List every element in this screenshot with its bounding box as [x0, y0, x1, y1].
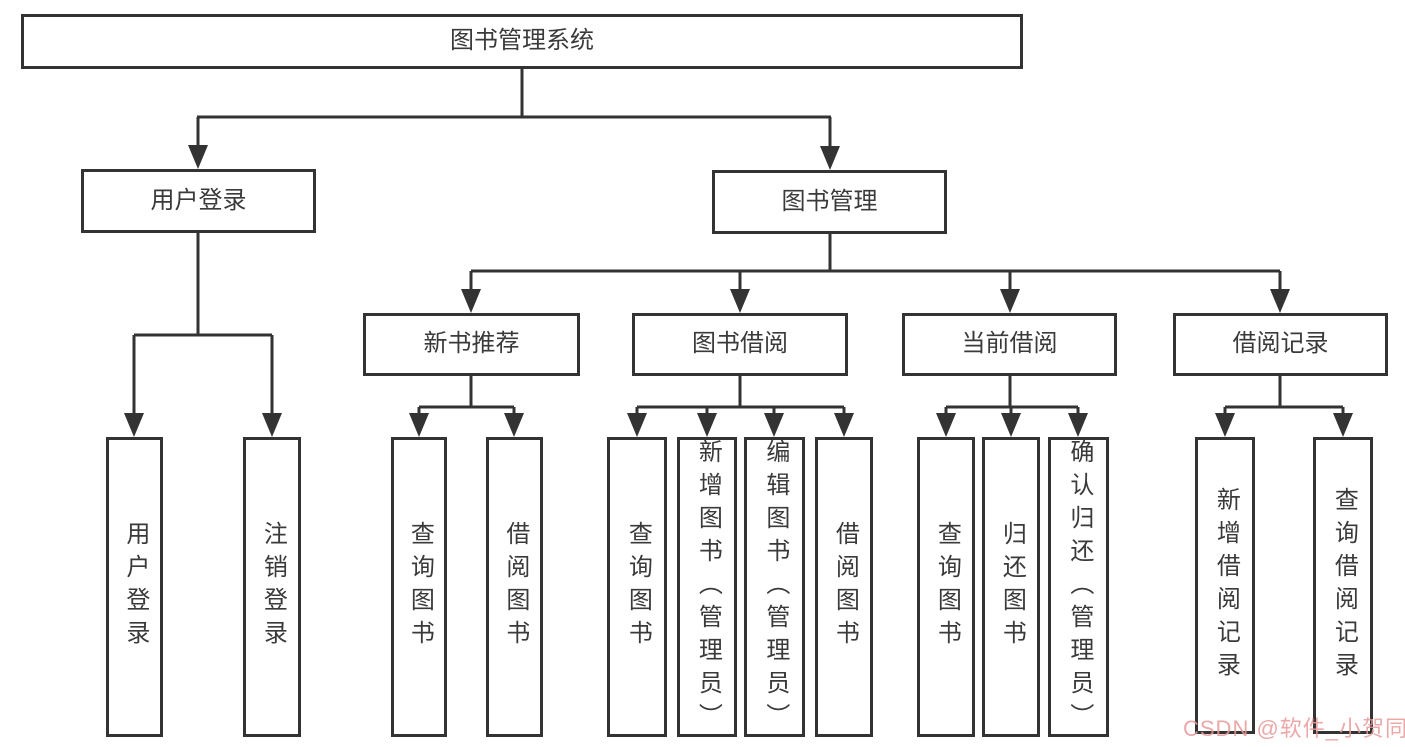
watermark-text: CSDN @软件_小贺同学 [1183, 716, 1405, 741]
leaf-query-books-recommend: 查询图书 [391, 437, 447, 737]
node-book-management: 图书管理 [712, 170, 947, 234]
leaf-borrow-books-borrowing: 借阅图书 [815, 437, 873, 737]
leaf-query-books-current: 查询图书 [917, 437, 975, 737]
leaf-return-books: 归还图书 [982, 437, 1040, 737]
leaf-logout: 注销登录 [243, 437, 301, 737]
leaf-add-books-admin: 新增图书（管理员） [677, 437, 737, 737]
leaf-borrow-books-recommend: 借阅图书 [486, 437, 543, 737]
node-user-login: 用户登录 [81, 169, 316, 233]
leaf-query-borrow-record: 查询借阅记录 [1313, 437, 1373, 734]
leaf-edit-books-admin: 编辑图书（管理员） [744, 437, 805, 737]
node-new-book-recommendation: 新书推荐 [363, 313, 580, 376]
node-borrowing-records: 借阅记录 [1173, 313, 1388, 376]
leaf-user-login: 用户登录 [106, 437, 163, 737]
leaf-query-books-borrowing: 查询图书 [607, 437, 667, 737]
node-current-borrowing: 当前借阅 [902, 313, 1117, 376]
leaf-confirm-return-admin: 确认归还（管理员） [1048, 437, 1109, 737]
node-book-borrowing: 图书借阅 [632, 313, 848, 376]
node-library-management-system: 图书管理系统 [21, 14, 1023, 69]
leaf-add-borrow-record: 新增借阅记录 [1195, 437, 1255, 734]
